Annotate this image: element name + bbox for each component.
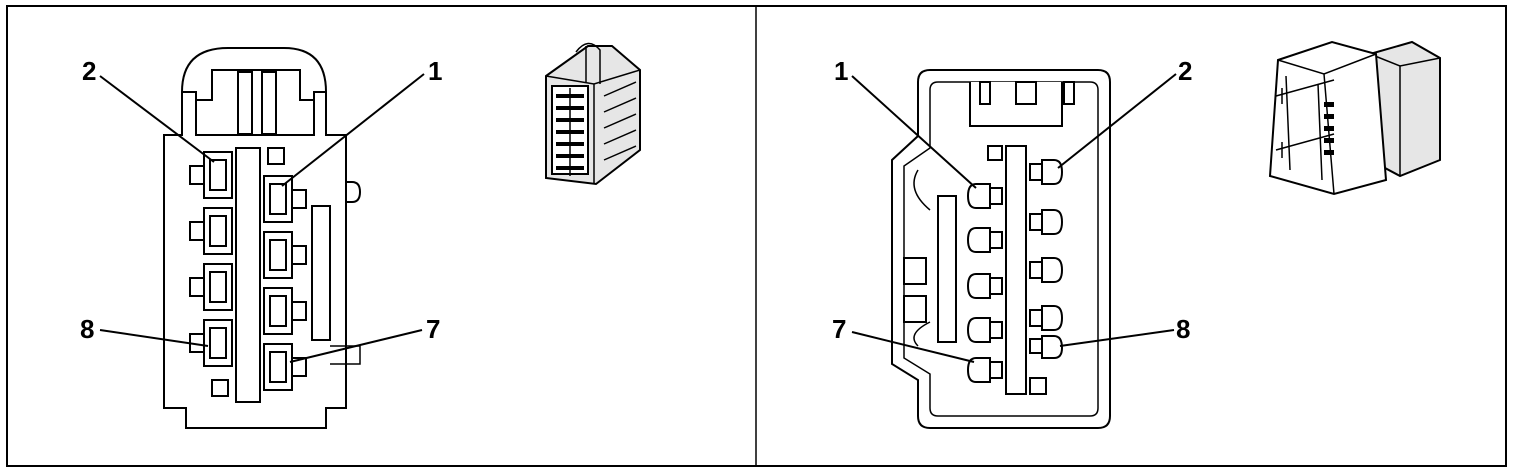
right-panel: 1 2 7 8 (832, 40, 1441, 429)
right-callout-pin-7: 7 (832, 314, 975, 363)
svg-text:2: 2 (82, 56, 96, 86)
svg-text:1: 1 (834, 56, 848, 86)
left-panel: 2 1 8 7 (80, 42, 641, 429)
left-callout-pin-8: 8 (80, 314, 209, 347)
right-callout-pin-2: 2 (1057, 56, 1192, 169)
right-callout-pin-1: 1 (834, 56, 977, 189)
right-terminal-column-b (1029, 159, 1064, 359)
svg-text:7: 7 (426, 314, 440, 344)
svg-text:2: 2 (1178, 56, 1192, 86)
svg-text:1: 1 (428, 56, 442, 86)
svg-text:8: 8 (80, 314, 94, 344)
right-callout-pin-8: 8 (1059, 314, 1190, 347)
right-terminal-column-a (966, 183, 1003, 383)
left-connector-isometric-image (545, 42, 641, 186)
right-connector-isometric-image (1268, 40, 1441, 196)
left-callout-pin-2: 2 (82, 56, 215, 163)
svg-text:7: 7 (832, 314, 846, 344)
left-terminal-column-b (263, 175, 307, 391)
svg-text:8: 8 (1176, 314, 1190, 344)
left-callout-pin-1: 1 (281, 56, 442, 187)
right-connector-face (891, 69, 1111, 429)
left-callout-pin-7: 7 (289, 314, 440, 363)
left-connector-face (163, 47, 362, 429)
left-terminal-column-a (189, 151, 233, 367)
